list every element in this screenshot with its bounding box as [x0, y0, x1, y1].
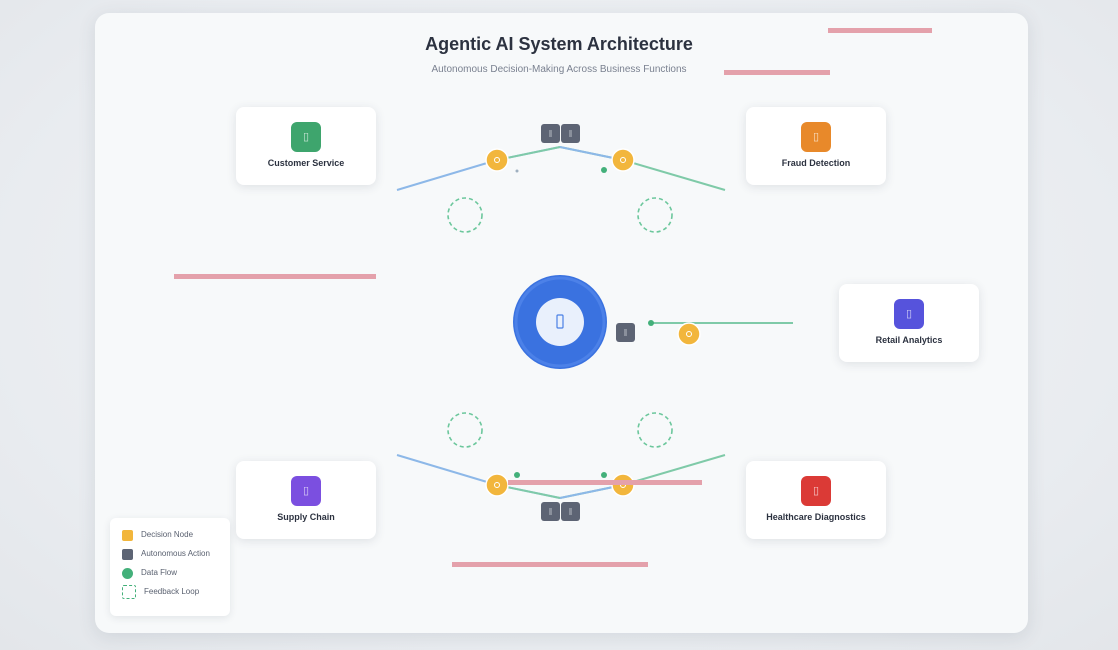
- node-healthcare-diagnostics[interactable]: ▯ Healthcare Diagnostics: [746, 461, 886, 539]
- node-label: Retail Analytics: [875, 335, 943, 345]
- decision-node-top-right: [611, 148, 635, 172]
- node-fraud-detection[interactable]: ▯ Fraud Detection: [746, 107, 886, 185]
- data-flow-dot: [514, 472, 520, 478]
- decision-node-swatch: [122, 529, 133, 541]
- autonomous-action-top: [541, 124, 580, 143]
- legend-item-feedback-loop: Feedback Loop: [122, 585, 199, 599]
- data-flow-dot: [601, 167, 607, 173]
- decision-node-bottom-left: [485, 473, 509, 497]
- annotation-bar: [452, 562, 648, 567]
- annotation-bar: [174, 274, 376, 279]
- healthcare-diagnostics-icon: ▯: [801, 476, 831, 506]
- annotation-bar: [508, 480, 702, 485]
- node-label: Fraud Detection: [781, 158, 851, 168]
- autonomous-action-swatch: [122, 548, 133, 560]
- customer-service-icon: ▯: [291, 122, 321, 152]
- diagram-title: Agentic AI System Architecture: [425, 34, 693, 54]
- data-flow-dot: [515, 169, 519, 173]
- node-retail-analytics[interactable]: ▯ Retail Analytics: [839, 284, 979, 362]
- annotation-bar: [828, 28, 932, 33]
- legend-item-data-flow: Data Flow: [122, 566, 177, 580]
- legend-item-autonomous-action: Autonomous Action: [122, 547, 210, 561]
- ai-core-node: [513, 275, 607, 369]
- feedback-loop-bottom-right: [637, 412, 673, 448]
- data-flow-line-top-left: [396, 146, 561, 191]
- node-label: Customer Service: [267, 158, 345, 168]
- node-label: Supply Chain: [277, 512, 335, 522]
- diagram-subtitle: Autonomous Decision-Making Across Busine…: [431, 64, 687, 75]
- retail-analytics-icon: ▯: [894, 299, 924, 329]
- fraud-detection-icon: ▯: [801, 122, 831, 152]
- supply-chain-icon: ▯: [291, 476, 321, 506]
- autonomous-action-right: [616, 323, 635, 342]
- decision-node-bottom-right: [611, 473, 635, 497]
- feedback-loop-bottom-left: [447, 412, 483, 448]
- decision-node-right: [677, 322, 701, 346]
- data-flow-line-top-right: [559, 146, 726, 191]
- autonomous-action-bottom: [541, 502, 580, 521]
- decision-node-top-left: [485, 148, 509, 172]
- feedback-loop-top-left: [447, 197, 483, 233]
- data-flow-line-bottom-left: [396, 454, 561, 499]
- node-label: Healthcare Diagnostics: [766, 512, 866, 522]
- data-flow-dot: [648, 320, 654, 326]
- feedback-loop-top-right: [637, 197, 673, 233]
- annotation-bar: [724, 70, 830, 75]
- data-flow-swatch: [122, 567, 133, 579]
- data-flow-dot: [601, 472, 607, 478]
- data-flow-line-bottom-right: [559, 454, 726, 499]
- node-customer-service[interactable]: ▯ Customer Service: [236, 107, 376, 185]
- legend-item-decision-node: Decision Node: [122, 528, 193, 542]
- ai-core-icon: [556, 314, 564, 329]
- feedback-loop-swatch: [122, 585, 136, 599]
- node-supply-chain[interactable]: ▯ Supply Chain: [236, 461, 376, 539]
- legend: Decision Node Autonomous Action Data Flo…: [110, 518, 230, 616]
